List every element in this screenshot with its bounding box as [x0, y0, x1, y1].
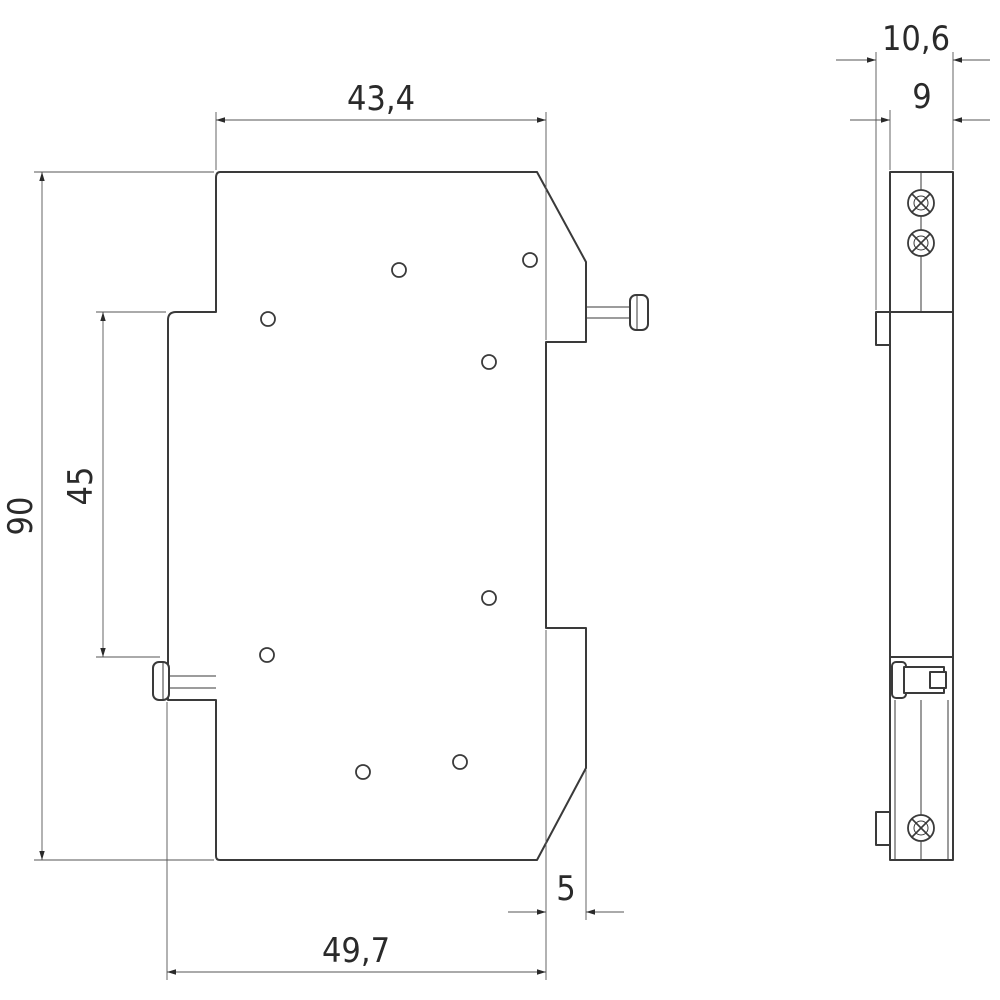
dim-offset: 5	[556, 869, 575, 909]
right-pin	[586, 294, 649, 331]
screw-icon	[907, 189, 935, 217]
side-tab-top	[875, 311, 891, 346]
dim-width-bottom: 49,7	[322, 931, 390, 971]
dim-side-inner: 9	[912, 77, 931, 117]
front-view	[152, 171, 649, 861]
dim-height-mid: 45	[61, 467, 101, 506]
hole	[260, 311, 276, 327]
dim-height-total: 90	[1, 497, 41, 536]
dim-width-top: 43,4	[347, 79, 415, 119]
front-body-outline	[167, 171, 587, 861]
side-tab-bottom	[875, 811, 891, 846]
hole	[481, 590, 497, 606]
side-pin-detail	[891, 661, 947, 699]
side-view	[875, 171, 954, 861]
side-middle-section	[889, 311, 954, 658]
dim-side-outer: 10,6	[882, 19, 950, 59]
hole	[391, 262, 407, 278]
hole	[522, 252, 538, 268]
screw-icon	[907, 229, 935, 257]
hole	[481, 354, 497, 370]
hole	[452, 754, 468, 770]
side-dimensions: 10,6 9	[836, 19, 990, 310]
left-pin	[152, 661, 216, 701]
hole	[259, 647, 275, 663]
screw-icon	[907, 814, 935, 842]
front-dimensions: 43,4 90 45 49,7 5	[1, 79, 624, 980]
hole	[355, 764, 371, 780]
